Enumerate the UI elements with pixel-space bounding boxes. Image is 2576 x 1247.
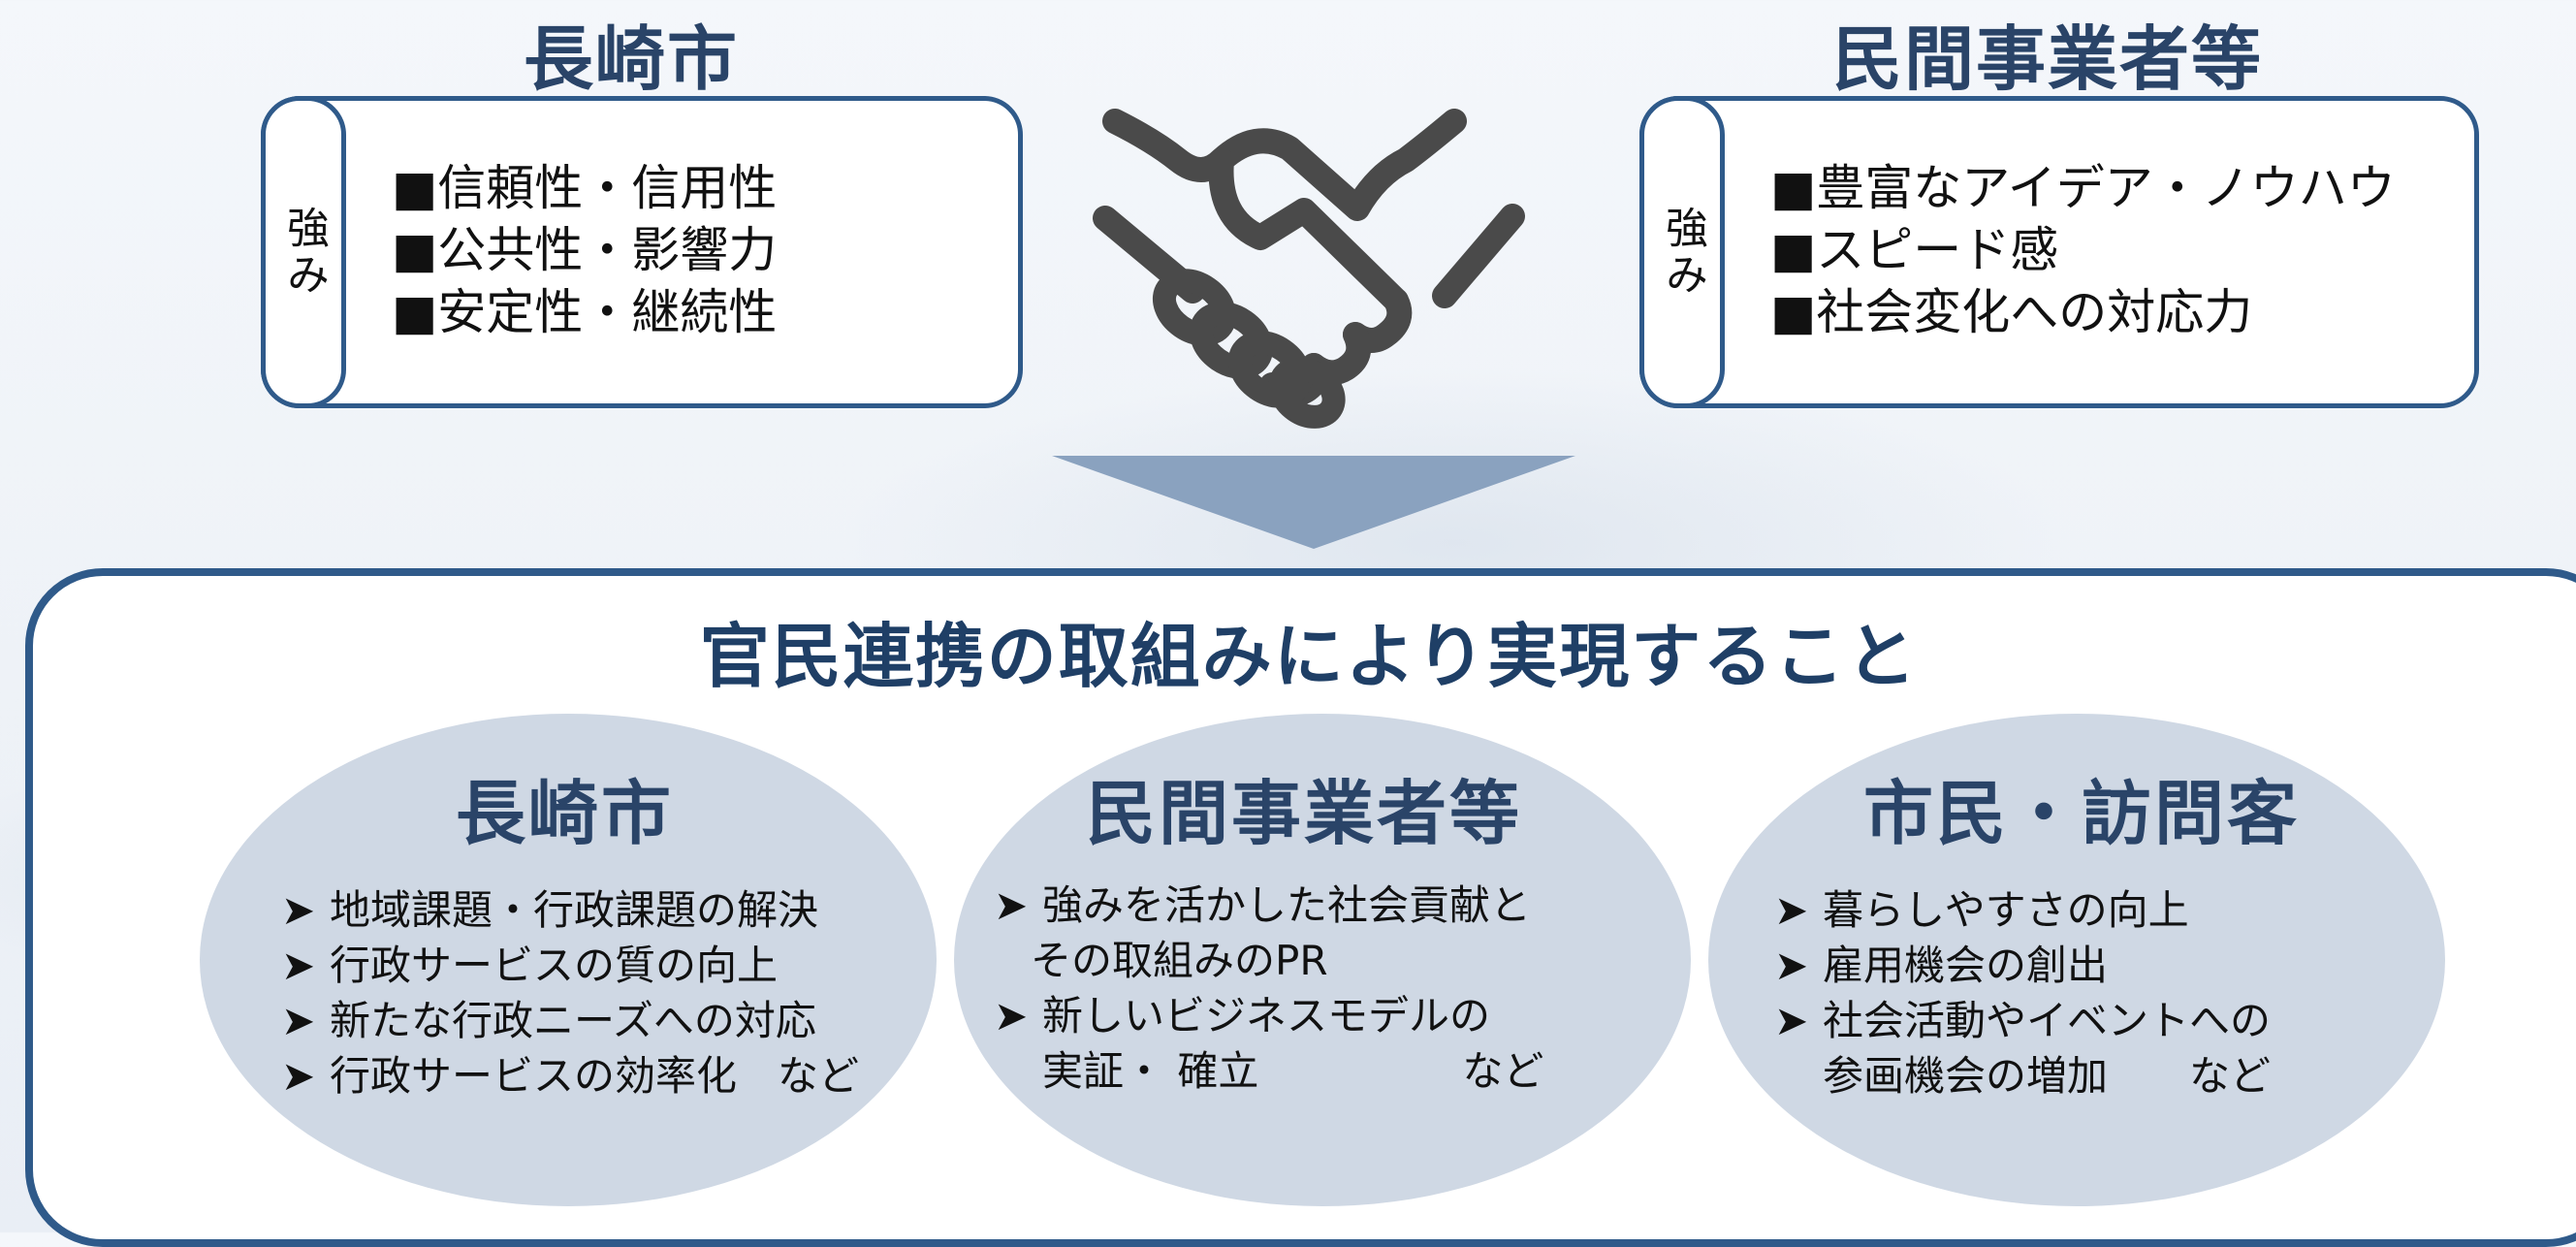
city-heading: 長崎市 bbox=[524, 18, 740, 100]
outcome-group-title: 市民・訪問客 bbox=[1863, 773, 2301, 854]
outcome-item: 参画機会の増加 など bbox=[1823, 1052, 2272, 1100]
bullet-arrow-icon: ➤ bbox=[281, 886, 316, 934]
outcome-item: ➤行政サービスの質の向上 bbox=[281, 938, 859, 993]
outcomes-title: 官民連携の取組みにより実現すること bbox=[699, 616, 1919, 697]
private-heading: 民間事業者等 bbox=[1832, 18, 2264, 100]
outcome-list: ➤暮らしやすさの向上 ➤雇用機会の創出 ➤社会活動やイベントへの 参画機会の増加… bbox=[1774, 882, 2271, 1103]
strength-item: ■信頼性・信用性 bbox=[392, 160, 778, 216]
outcome-item: ➤地域課題・行政課題の解決 bbox=[281, 882, 859, 938]
bullet-arrow-icon: ➤ bbox=[1774, 942, 1809, 989]
outcome-list: ➤強みを活かした社会貢献と その取組みのPR ➤新しいビジネスモデルの 実証・ … bbox=[994, 878, 1543, 1099]
strength-item: ■安定性・継続性 bbox=[392, 284, 778, 340]
private-strengths-tab-label: 強み bbox=[1658, 206, 1707, 299]
outcome-group-private bbox=[954, 714, 1691, 1206]
outcome-item: その取組みのPR bbox=[1031, 937, 1328, 984]
outcome-item: ➤新たな行政ニーズへの対応 bbox=[281, 993, 859, 1048]
private-strengths-tab: 強み bbox=[1639, 96, 1725, 408]
bullet-arrow-icon: ➤ bbox=[1774, 997, 1809, 1044]
bullet-arrow-icon: ➤ bbox=[281, 942, 316, 989]
city-strengths-tab: 強み bbox=[261, 96, 346, 408]
private-strengths-list: ■豊富なアイデア・ノウハウ ■スピード感 ■社会変化への対応力 bbox=[1770, 157, 2396, 343]
city-strengths-card: 強み ■信頼性・信用性 ■公共性・影響力 ■安定性・継続性 bbox=[261, 96, 1023, 408]
strength-item: ■豊富なアイデア・ノウハウ bbox=[1770, 160, 2396, 216]
outcome-group-city bbox=[200, 714, 937, 1206]
strength-item: ■スピード感 bbox=[1770, 222, 2059, 278]
handshake-icon bbox=[1093, 109, 1525, 429]
bullet-arrow-icon: ➤ bbox=[1774, 886, 1809, 934]
outcome-list: ➤地域課題・行政課題の解決 ➤行政サービスの質の向上 ➤新たな行政ニーズへの対応… bbox=[281, 882, 859, 1103]
outcome-item: ➤暮らしやすさの向上 bbox=[1774, 882, 2271, 938]
outcome-group-title: 民間事業者等 bbox=[1086, 773, 1523, 854]
bullet-arrow-icon: ➤ bbox=[281, 997, 316, 1044]
bullet-arrow-icon: ➤ bbox=[994, 992, 1029, 1039]
down-triangle-arrow bbox=[1052, 456, 1575, 549]
strength-item: ■社会変化への対応力 bbox=[1770, 284, 2253, 340]
outcome-item: ➤新しいビジネスモデルの bbox=[994, 988, 1543, 1043]
city-strengths-tab-label: 強み bbox=[279, 206, 329, 299]
outcome-item: ➤社会活動やイベントへの bbox=[1774, 993, 2271, 1048]
strength-item: ■公共性・影響力 bbox=[392, 222, 778, 278]
outcome-item: ➤強みを活かした社会貢献と bbox=[994, 878, 1543, 933]
private-strengths-card: 強み ■豊富なアイデア・ノウハウ ■スピード感 ■社会変化への対応力 bbox=[1639, 96, 2479, 408]
outcome-group-title: 長崎市 bbox=[456, 773, 675, 854]
outcome-item: ➤行政サービスの効率化 など bbox=[281, 1048, 859, 1103]
bullet-arrow-icon: ➤ bbox=[994, 881, 1029, 929]
outcome-item: 実証・ 確立 など bbox=[1042, 1047, 1544, 1095]
city-strengths-list: ■信頼性・信用性 ■公共性・影響力 ■安定性・継続性 bbox=[392, 157, 777, 343]
outcome-group-citizens bbox=[1708, 714, 2445, 1206]
outcome-item: ➤雇用機会の創出 bbox=[1774, 938, 2271, 993]
bullet-arrow-icon: ➤ bbox=[281, 1052, 316, 1100]
